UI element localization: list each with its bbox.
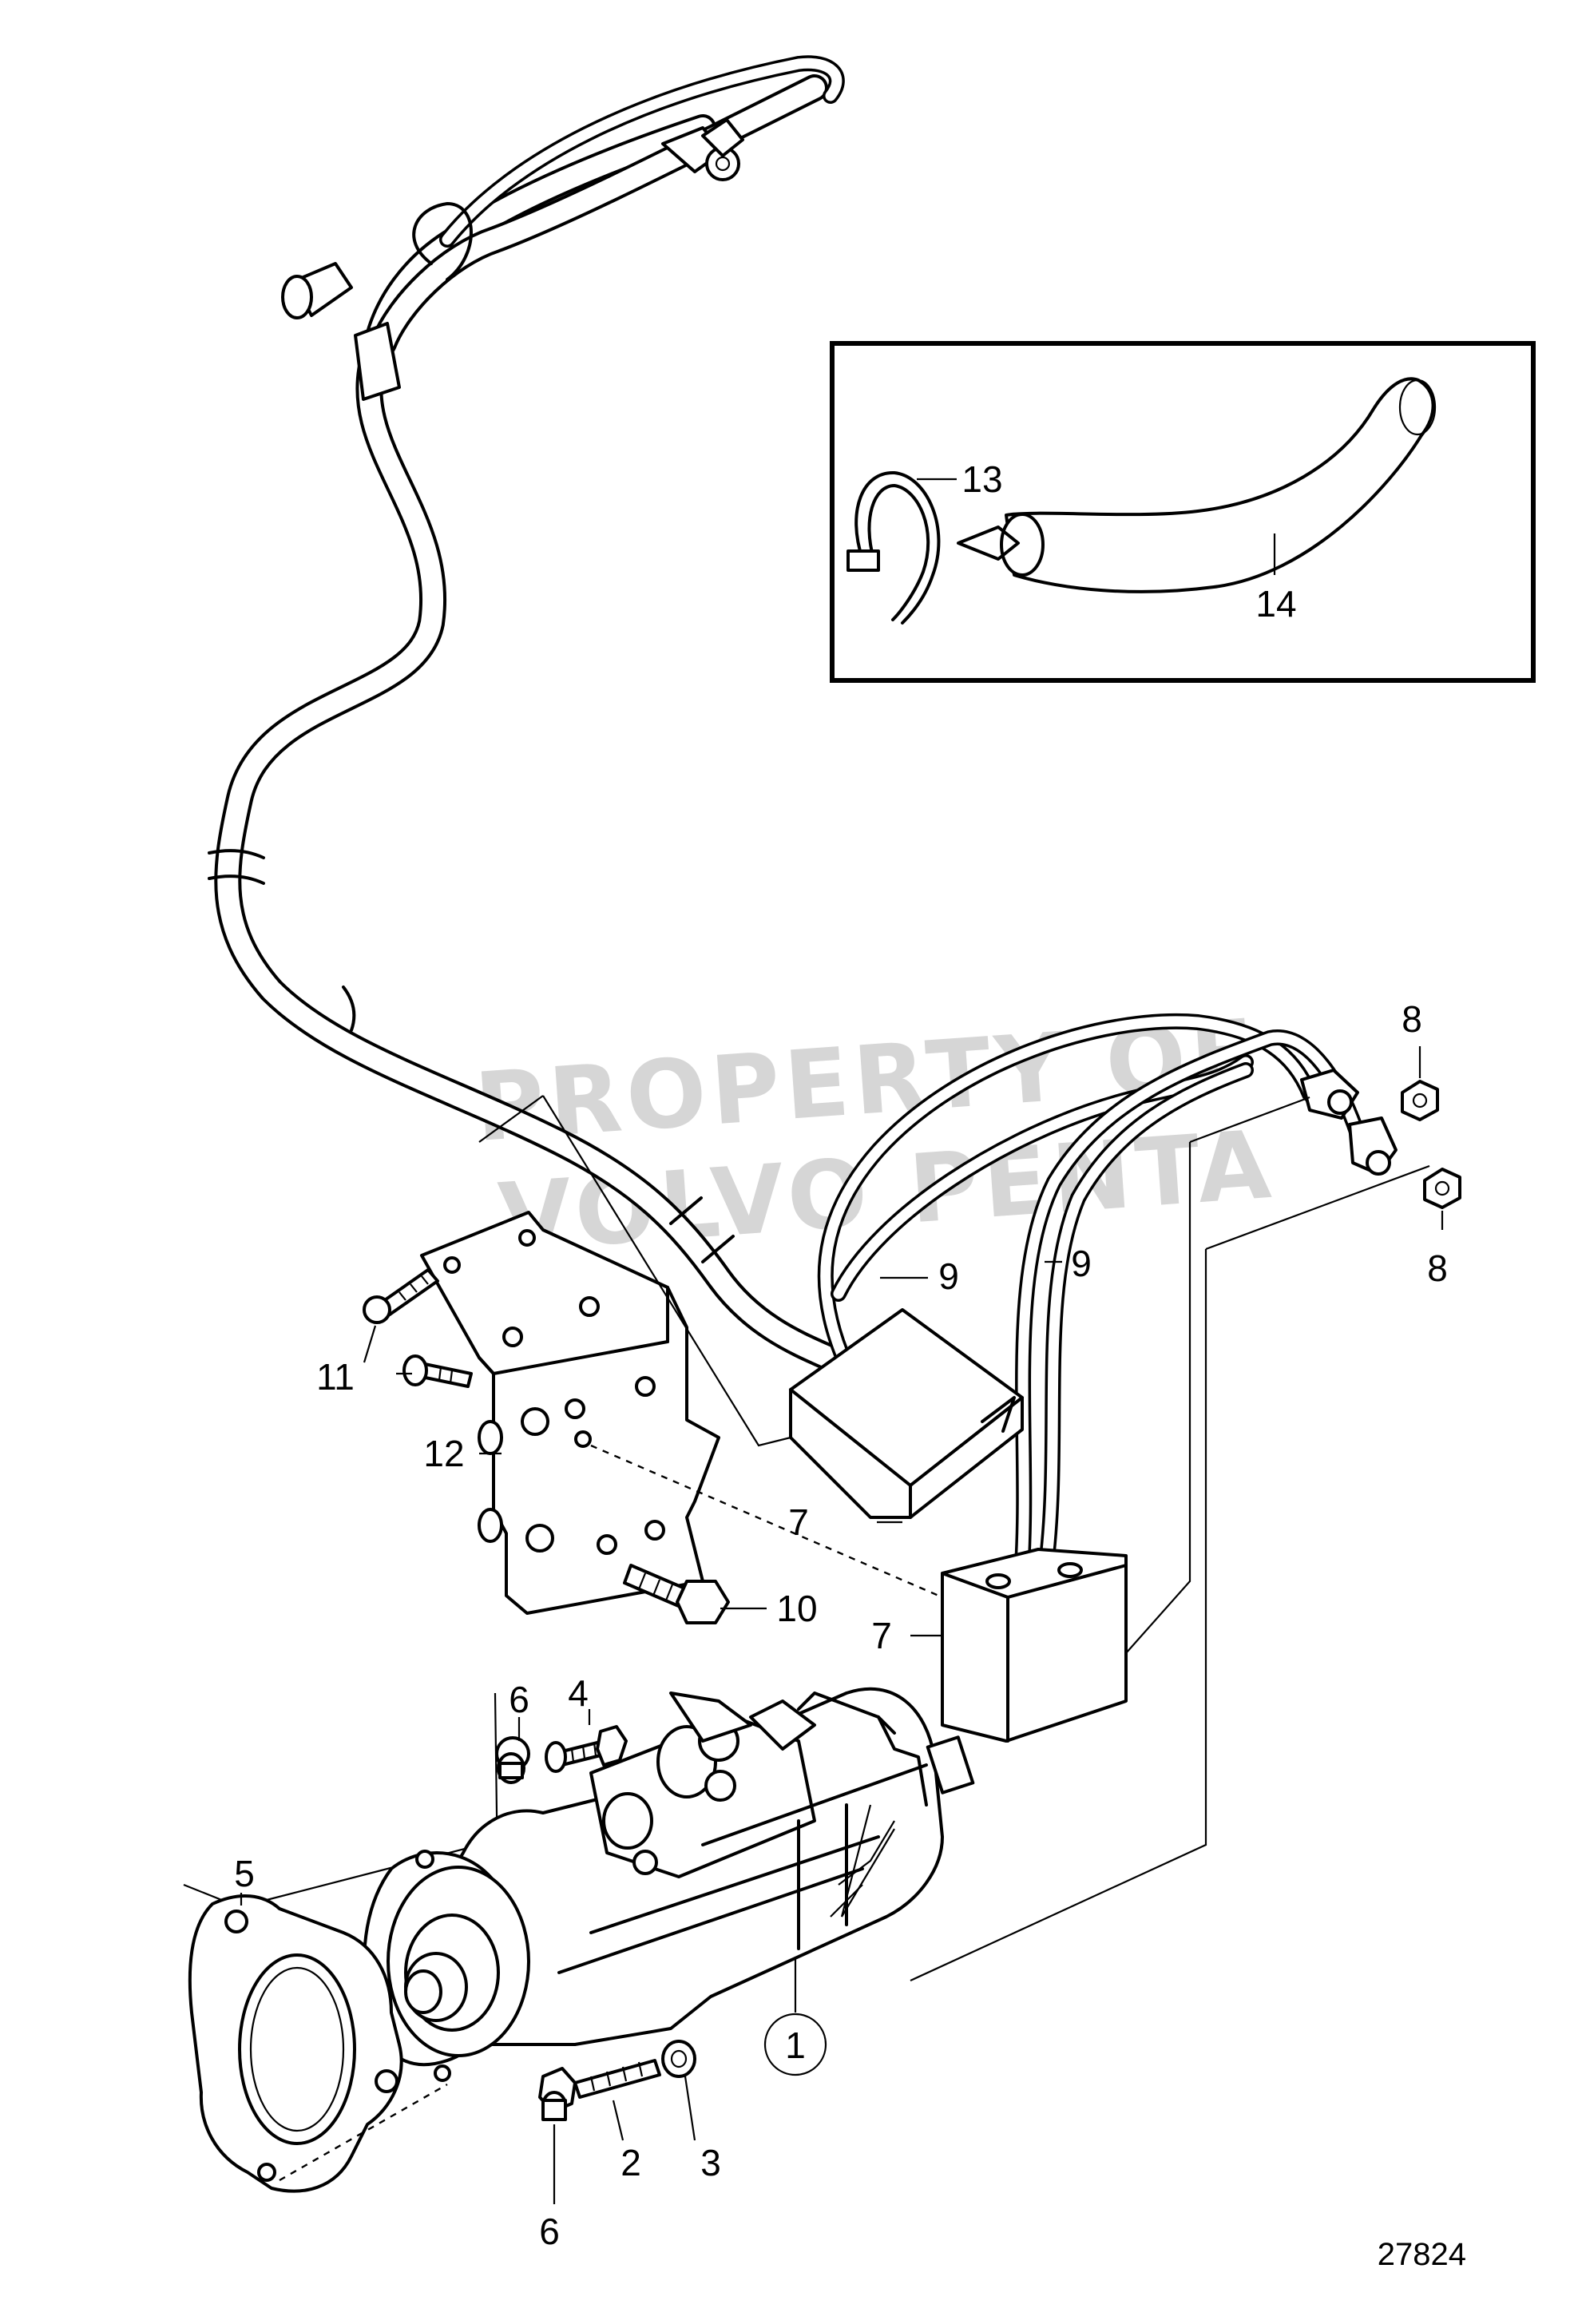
callout-13: 13 xyxy=(961,458,1002,500)
protective-sleeve xyxy=(957,377,1437,593)
screw-11-upper xyxy=(363,1268,439,1324)
callout-4: 4 xyxy=(568,1672,589,1714)
callout-3: 3 xyxy=(700,2142,721,2183)
mounting-bracket xyxy=(420,1211,720,1615)
ring-terminals xyxy=(1300,1069,1398,1176)
flange-nut-lower xyxy=(1423,1168,1461,1209)
screw-11-lower xyxy=(402,1354,473,1388)
lead-wires-9 xyxy=(817,1013,1366,1573)
callout-8-upper: 8 xyxy=(1402,998,1422,1040)
callout-14: 14 xyxy=(1255,583,1296,625)
bolt-10 xyxy=(623,1564,730,1624)
callout-12: 12 xyxy=(423,1433,464,1474)
callout-1: 1 xyxy=(785,2025,806,2066)
bolt-4 xyxy=(545,1725,628,1773)
callout-7-lower: 7 xyxy=(871,1615,892,1656)
inset-detail-box xyxy=(830,341,1536,683)
callout-10: 10 xyxy=(776,1588,817,1629)
flange-nut-upper xyxy=(1401,1080,1439,1121)
washer-3 xyxy=(661,2040,696,2078)
callout-7-upper: 7 xyxy=(788,1501,809,1543)
main-cable-harness xyxy=(208,55,860,1379)
leader-lines xyxy=(240,478,1444,2204)
callout-9-right: 9 xyxy=(1071,1243,1092,1284)
dowel-6-lower xyxy=(538,2067,577,2121)
callout-9-left: 9 xyxy=(938,1255,959,1297)
gasket xyxy=(188,1894,448,2193)
callout-6-lower: 6 xyxy=(539,2211,560,2252)
flange-nuts-8 xyxy=(1401,1080,1461,1209)
callout-11: 11 xyxy=(316,1356,355,1398)
bolt-2 xyxy=(573,2059,661,2099)
relay-upper xyxy=(789,1308,1024,1519)
figure-number: 27824 xyxy=(1378,2237,1466,2272)
relay-lower xyxy=(941,1548,1128,1743)
callout-5: 5 xyxy=(234,1853,255,1894)
callout-2: 2 xyxy=(620,2142,641,2183)
dowel-6-upper xyxy=(495,1736,530,1784)
cable-tie xyxy=(846,470,941,625)
callout-6-upper: 6 xyxy=(509,1679,529,1720)
starter-motor xyxy=(363,1687,975,2082)
callout-labels: 1 2 3 4 5 6 6 7 7 8 8 9 9 10 11 12 13 14 xyxy=(234,458,1448,2252)
callout-8-lower: 8 xyxy=(1427,1247,1448,1289)
